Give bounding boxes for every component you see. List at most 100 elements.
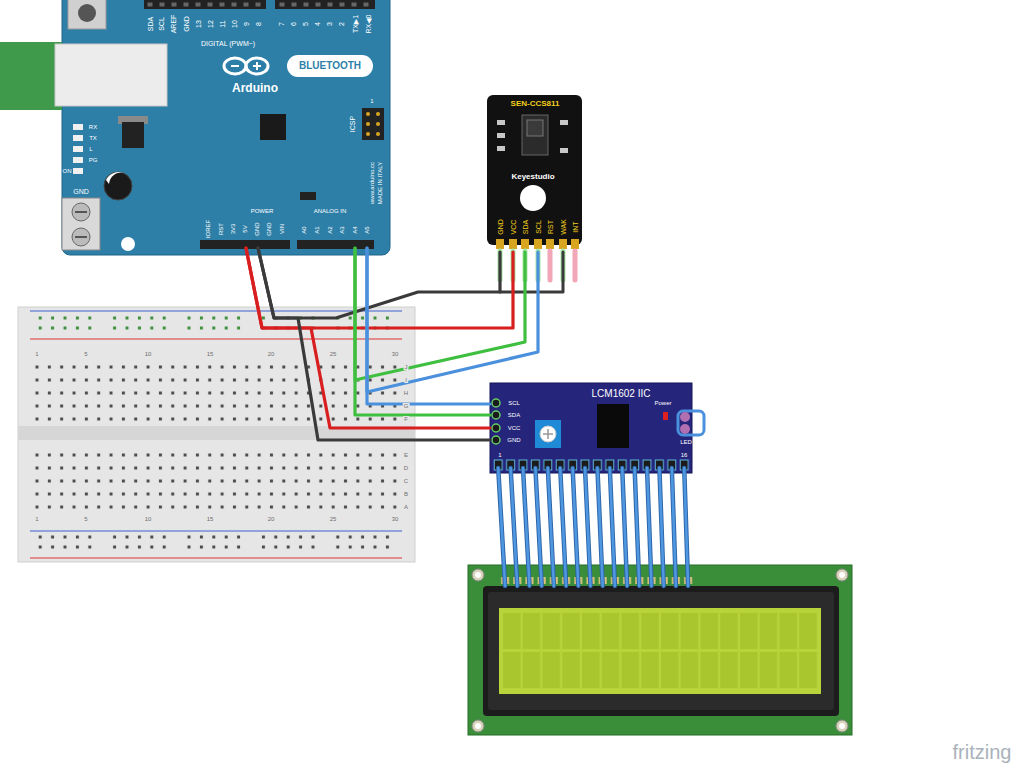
lcd-panel: [499, 608, 821, 694]
arduino-illustration: [256, 62, 258, 70]
row-letter: I: [404, 377, 408, 383]
breadboard: [108, 313, 170, 333]
sensor-illustration: [497, 133, 505, 138]
led-label: RX: [89, 124, 97, 130]
header-label: DIGITAL (PWM~): [201, 40, 255, 47]
pin-label: 8: [255, 22, 262, 26]
pin-label: A0: [301, 226, 307, 233]
ribbon-wires: [498, 468, 688, 586]
arduino-illustration: [73, 135, 83, 141]
pin-label: VIN: [279, 224, 285, 234]
board-url: www.arduino.cc: [369, 162, 375, 204]
column-number: 30: [391, 351, 400, 357]
i2c-adapter: [540, 426, 556, 442]
arduino-illustration: [144, 0, 266, 9]
pin-label: 6: [290, 22, 297, 26]
sensor-illustration: [560, 148, 568, 153]
breadboard: [183, 313, 245, 333]
led-label: PG: [89, 157, 98, 163]
pin-label: A5: [364, 226, 370, 233]
i2c-adapter: [535, 420, 561, 448]
column-number: 15: [206, 516, 215, 522]
pin-label: GND: [266, 222, 272, 235]
arduino-illustration: [73, 146, 83, 152]
pin-label: GND: [254, 222, 260, 235]
lcd-panel: [475, 723, 481, 729]
i2c-adapter: [490, 383, 692, 473]
row-letter: D: [403, 465, 409, 471]
sensor-illustration: [546, 239, 554, 249]
sensor-illustration: [509, 239, 517, 249]
lcd-panel: [475, 572, 481, 578]
pin-label: SCL: [535, 220, 542, 234]
arduino-illustration: [224, 58, 246, 74]
i2c-adapter: [680, 424, 690, 434]
led-label: TX: [89, 135, 97, 141]
part-number: LCM1602 IIC: [592, 389, 651, 399]
column-number: 15: [206, 351, 215, 357]
sensor-illustration: [527, 120, 543, 136]
arduino-illustration: [260, 114, 286, 140]
arduino-illustration: [106, 172, 124, 184]
jumper-wire: [246, 248, 513, 328]
column-number: 25: [329, 351, 338, 357]
pin-label: 2: [338, 22, 345, 26]
i2c-adapter: [492, 399, 500, 407]
arduino-illustration: [62, 198, 100, 250]
lcd-panel: [468, 565, 852, 735]
pin-label: 7: [278, 22, 285, 26]
part-number: SEN-CCS811: [511, 100, 560, 108]
header-label: POWER: [251, 208, 274, 214]
breadboard: [332, 532, 394, 552]
jumper-wire: [355, 248, 490, 415]
jumper-wire: [258, 248, 490, 440]
sensor-illustration: [560, 120, 568, 125]
sensor-illustration: [534, 239, 542, 249]
sensor-illustration: [522, 115, 548, 155]
arduino-illustration: [55, 44, 167, 106]
column-number: 10: [144, 516, 153, 522]
arduino-illustration: [75, 211, 87, 213]
i2c-adapter: [680, 412, 690, 422]
lcd-panel: [839, 572, 845, 578]
jumper-wire: [367, 248, 538, 392]
led-label: Power: [654, 400, 671, 406]
pin-label: A2: [327, 226, 333, 233]
column-number: 5: [83, 351, 88, 357]
row-letter: A: [403, 504, 409, 510]
pin-label: 3V3: [230, 224, 236, 235]
pin-number: 1: [498, 452, 501, 458]
column-number: 10: [144, 351, 153, 357]
sensor-illustration: [573, 251, 578, 280]
pin-label: SDA: [508, 412, 520, 418]
arduino-illustration: [231, 65, 239, 67]
pin-label: SDA: [522, 220, 529, 234]
sensor-illustration: [497, 120, 505, 125]
sensor-illustration: [571, 239, 579, 249]
brand-label: Keyestudio: [511, 173, 554, 181]
lcd-panel: [836, 569, 848, 581]
row-letter: F: [403, 416, 409, 422]
i2c-adapter: [490, 383, 704, 473]
header-label: ICSP: [349, 116, 356, 132]
pin-label: RX◀0: [365, 14, 372, 33]
arduino-illustration: [275, 0, 375, 9]
column-number: 25: [329, 516, 338, 522]
sensor-illustration: [487, 95, 582, 245]
row-letter: H: [403, 390, 409, 396]
arduino-illustration: [275, 0, 375, 9]
row-letter: C: [403, 478, 409, 484]
pin-label: 11: [219, 20, 226, 27]
breadboard: [34, 532, 96, 552]
jumper-label: LED: [680, 439, 692, 445]
arduino-illustration: [376, 122, 380, 126]
pin-label: TX▶1: [352, 15, 359, 33]
watermark: fritzing: [953, 742, 1012, 762]
arduino-illustration: [297, 240, 374, 249]
arduino-illustration: [287, 55, 373, 77]
pin-label: RST: [218, 223, 224, 235]
arduino-illustration: [122, 122, 144, 148]
